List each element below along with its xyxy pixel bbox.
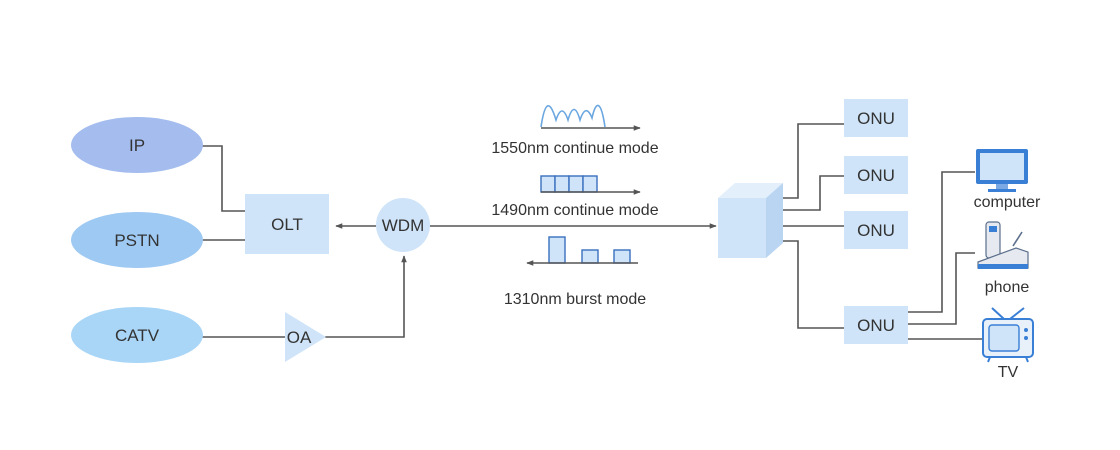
phone-label: phone	[985, 279, 1030, 296]
frame-block	[554, 175, 570, 193]
mode-1490: 1490nm continue mode	[491, 175, 659, 219]
olt-label: OLT	[271, 215, 303, 234]
splitter-to-onu-4-line	[783, 240, 844, 329]
computer-icon	[976, 149, 1028, 192]
burst-block	[548, 236, 566, 264]
waveform-icon	[540, 104, 606, 128]
olt-box	[245, 194, 329, 254]
olt-node: OLT	[245, 194, 329, 254]
pstn-ellipse	[71, 212, 203, 268]
onu-2: ONU	[844, 156, 908, 194]
onu-box	[844, 156, 908, 194]
phone-icon	[977, 221, 1029, 269]
onu-label: ONU	[857, 221, 895, 240]
onu-label: ONU	[857, 166, 895, 185]
splitter-front-face	[718, 198, 766, 258]
mode-1550: 1550nm continue mode	[491, 104, 659, 157]
burst-block	[581, 249, 599, 264]
catv-ellipse	[71, 307, 203, 363]
computer-label: computer	[974, 194, 1041, 211]
onu-1: ONU	[844, 99, 908, 137]
onu-box	[844, 306, 908, 344]
oa-to-wdm-line	[325, 255, 407, 338]
burst-block	[613, 249, 631, 264]
splitter-to-onu-2-line	[783, 175, 844, 211]
tv-icon	[982, 307, 1034, 363]
pstn-label: PSTN	[114, 231, 159, 250]
splitter-to-onu-1-line	[783, 123, 844, 199]
continuous-frames-icon	[540, 175, 598, 193]
wdm-node: WDM	[376, 198, 430, 252]
mode-1490-label: 1490nm continue mode	[491, 202, 658, 219]
mode-1550-label: 1550nm continue mode	[491, 140, 658, 157]
splitter-cube	[718, 183, 783, 258]
splitter-top-face	[718, 183, 783, 198]
ip-ellipse	[71, 117, 203, 173]
mode-1310-label: 1310nm burst mode	[504, 291, 646, 308]
phone-device: phone	[977, 221, 1030, 296]
burst-frames-icon	[548, 236, 631, 264]
onu-3: ONU	[844, 211, 908, 249]
onu-label: ONU	[857, 109, 895, 128]
wdm-label: WDM	[382, 216, 424, 235]
splitter-side-face	[766, 183, 783, 258]
connections	[202, 123, 985, 340]
onu-box	[844, 211, 908, 249]
computer-device: computer	[974, 149, 1041, 211]
ip-source: IP	[71, 117, 203, 173]
wdm-circle	[376, 198, 430, 252]
onu-to-computer-line	[908, 171, 975, 313]
frame-block	[540, 175, 556, 193]
ip-label: IP	[129, 136, 145, 155]
tv-label: TV	[998, 364, 1019, 381]
onu-4: ONU	[844, 306, 908, 344]
oa-triangle	[285, 312, 326, 362]
oa-node: OA	[285, 312, 326, 362]
onu-to-phone-line	[908, 252, 975, 325]
catv-source: CATV	[71, 307, 203, 363]
ip-to-olt-line	[202, 145, 245, 212]
onu-label: ONU	[857, 316, 895, 335]
oa-label: OA	[287, 328, 312, 347]
tv-device: TV	[982, 307, 1034, 381]
mode-1310: 1310nm burst mode	[504, 236, 646, 308]
pstn-source: PSTN	[71, 212, 203, 268]
frame-block	[568, 175, 584, 193]
frame-block	[582, 175, 598, 193]
catv-label: CATV	[115, 326, 160, 345]
onu-box	[844, 99, 908, 137]
